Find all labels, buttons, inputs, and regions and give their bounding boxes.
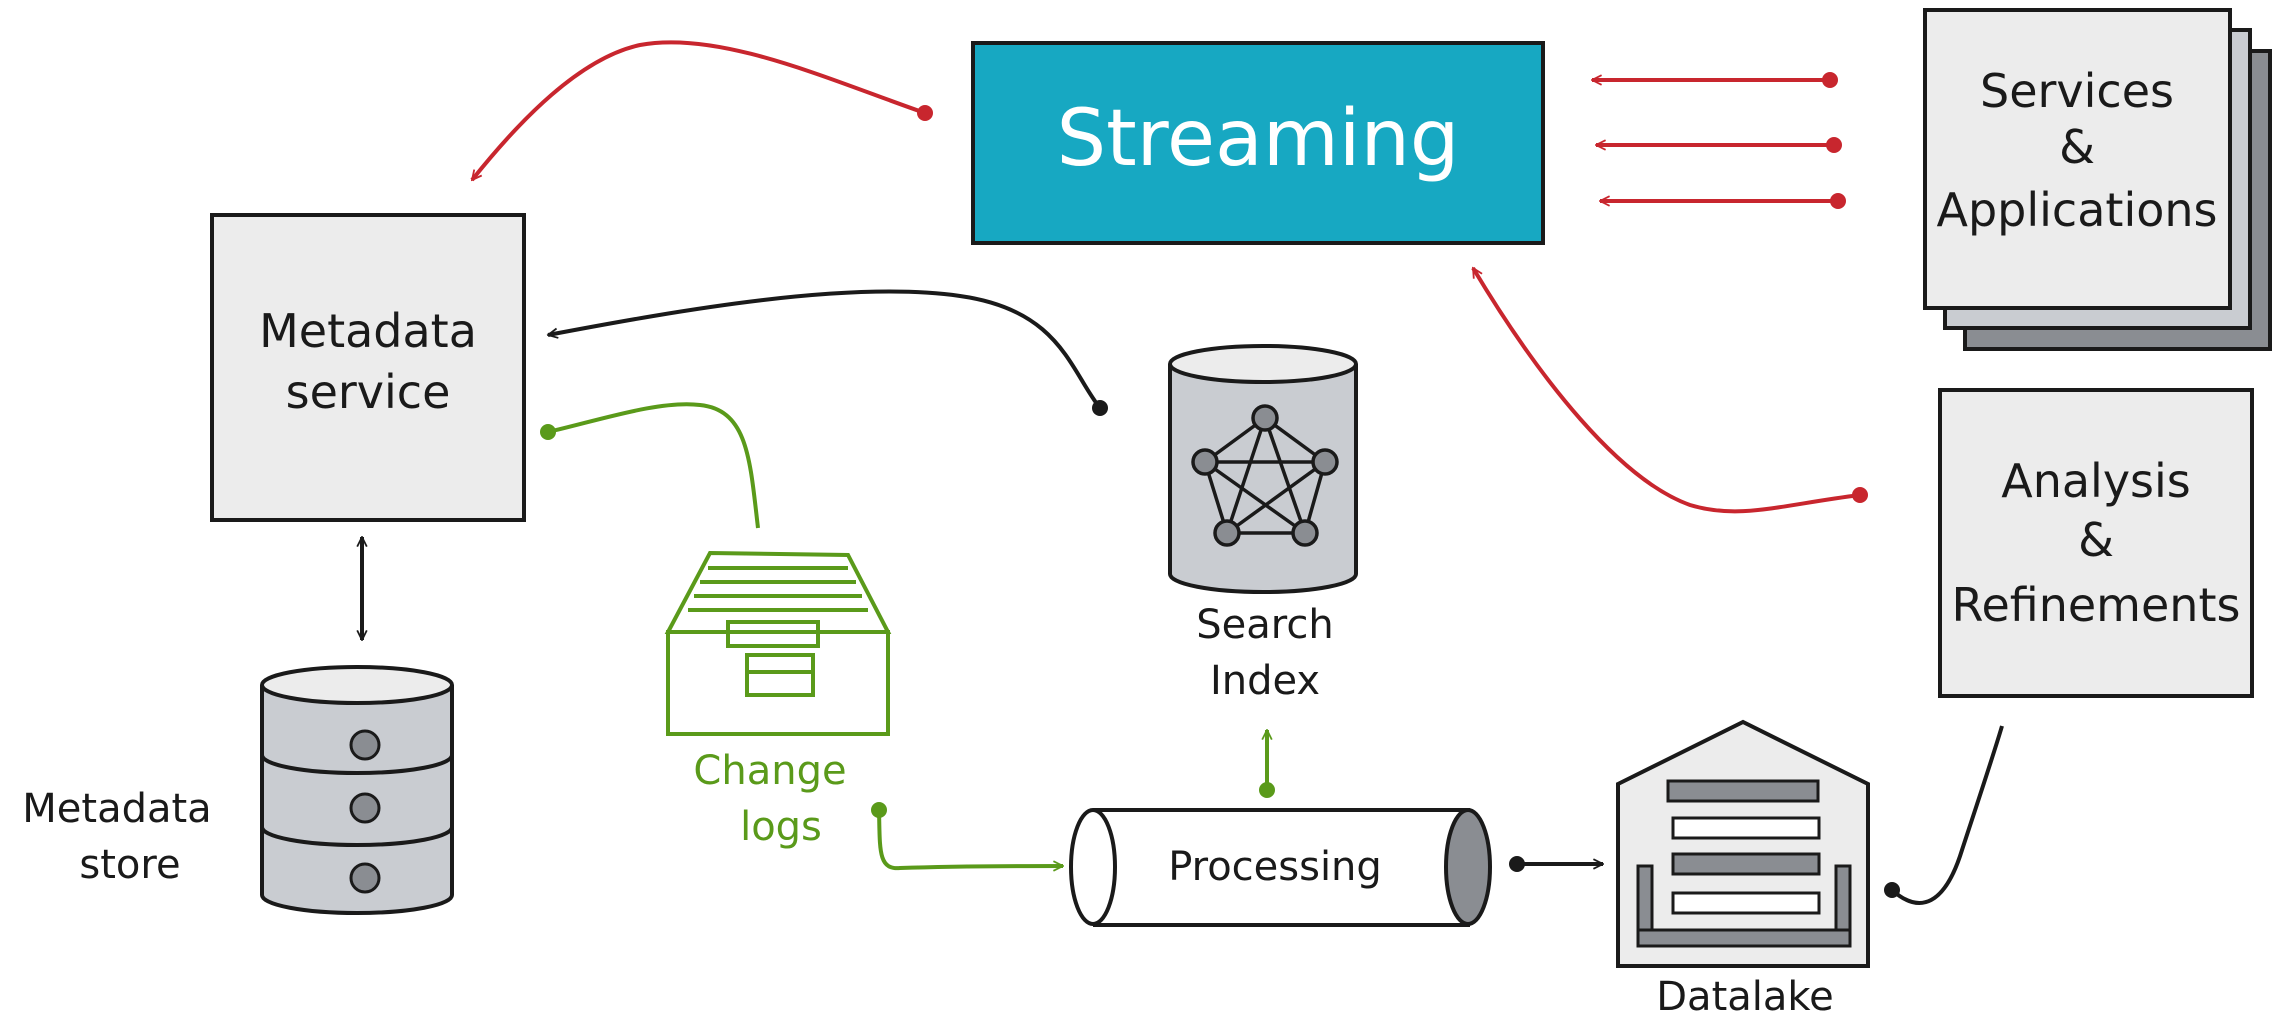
analysis-box xyxy=(1938,388,2254,698)
pipe-left-end xyxy=(1069,808,1117,926)
edge-dot xyxy=(1852,487,1868,503)
warehouse-icon xyxy=(1616,719,1870,968)
database-top xyxy=(260,665,454,705)
database-led-1 xyxy=(349,729,381,761)
red-connectors xyxy=(470,40,1868,514)
pipe-right-end xyxy=(1444,808,1492,926)
edge-dot xyxy=(871,802,887,818)
edge-dot xyxy=(917,105,933,121)
file-drawer-icon xyxy=(664,550,892,736)
edge-change-logs-to-metadata-service xyxy=(547,402,760,529)
edge-dot xyxy=(1826,137,1842,153)
search-index-cylinder-top xyxy=(1168,344,1358,384)
analysis-label-line3: Refinements xyxy=(1952,578,2241,632)
change-logs-label-line2: logs xyxy=(740,804,822,850)
services-label-line2: & xyxy=(2059,120,2095,174)
streaming-label: Streaming xyxy=(1057,94,1460,184)
edge-dot xyxy=(540,424,556,440)
search-index-label-line1: Search xyxy=(1196,602,1333,648)
change-logs-node: Change logs xyxy=(664,550,892,850)
metadata-store-node: Metadata store xyxy=(22,665,454,915)
green-connectors xyxy=(540,402,1275,868)
metadata-service-label-line1: Metadata xyxy=(259,304,477,358)
search-index-node: Search Index xyxy=(1168,344,1358,704)
edge-dot xyxy=(1830,193,1846,209)
metadata-service-label-line2: service xyxy=(286,365,451,419)
datalake-node: Datalake xyxy=(1616,719,1870,1020)
services-applications-node: Services & Applications xyxy=(1923,8,2272,351)
search-index-label-line2: Index xyxy=(1210,658,1320,704)
edge-dot xyxy=(1092,400,1108,416)
metadata-store-label-line1: Metadata xyxy=(22,786,211,832)
edge-streaming-to-metadata-service xyxy=(470,40,926,180)
database-led-2 xyxy=(349,792,381,824)
analysis-label-line2: & xyxy=(2078,513,2114,567)
services-label-line3: Applications xyxy=(1937,183,2218,237)
edge-dot xyxy=(1884,882,1900,898)
edge-dot xyxy=(1822,72,1838,88)
database-led-3 xyxy=(349,862,381,894)
edge-analysis-to-streaming xyxy=(1471,268,1861,514)
processing-label: Processing xyxy=(1168,844,1382,890)
edge-search-index-to-metadata-service xyxy=(548,289,1102,410)
edge-dot xyxy=(1259,782,1275,798)
graph-network-icon xyxy=(1191,404,1339,547)
edge-datalake-to-analysis xyxy=(1890,725,2004,905)
metadata-service-box xyxy=(210,213,526,522)
metadata-store-label-line2: store xyxy=(79,842,180,888)
metadata-service-node: Metadata service xyxy=(210,213,526,522)
database-divider-2 xyxy=(260,826,454,847)
edge-dot xyxy=(1509,856,1525,872)
edge-change-logs-to-processing xyxy=(877,809,1063,868)
change-logs-label-line1: Change xyxy=(693,748,846,794)
processing-node: Processing xyxy=(1069,808,1492,927)
database-divider-1 xyxy=(260,754,454,775)
search-index-cylinder-body xyxy=(1168,364,1358,594)
streaming-node: Streaming xyxy=(971,41,1545,245)
services-label-line1: Services xyxy=(1980,64,2174,118)
stack-front-page xyxy=(1923,8,2232,310)
streaming-box xyxy=(971,41,1545,245)
black-connectors xyxy=(362,289,2004,905)
analysis-label-line1: Analysis xyxy=(2001,454,2191,508)
analysis-refinements-node: Analysis & Refinements xyxy=(1938,388,2254,698)
datalake-label: Datalake xyxy=(1656,974,1833,1020)
